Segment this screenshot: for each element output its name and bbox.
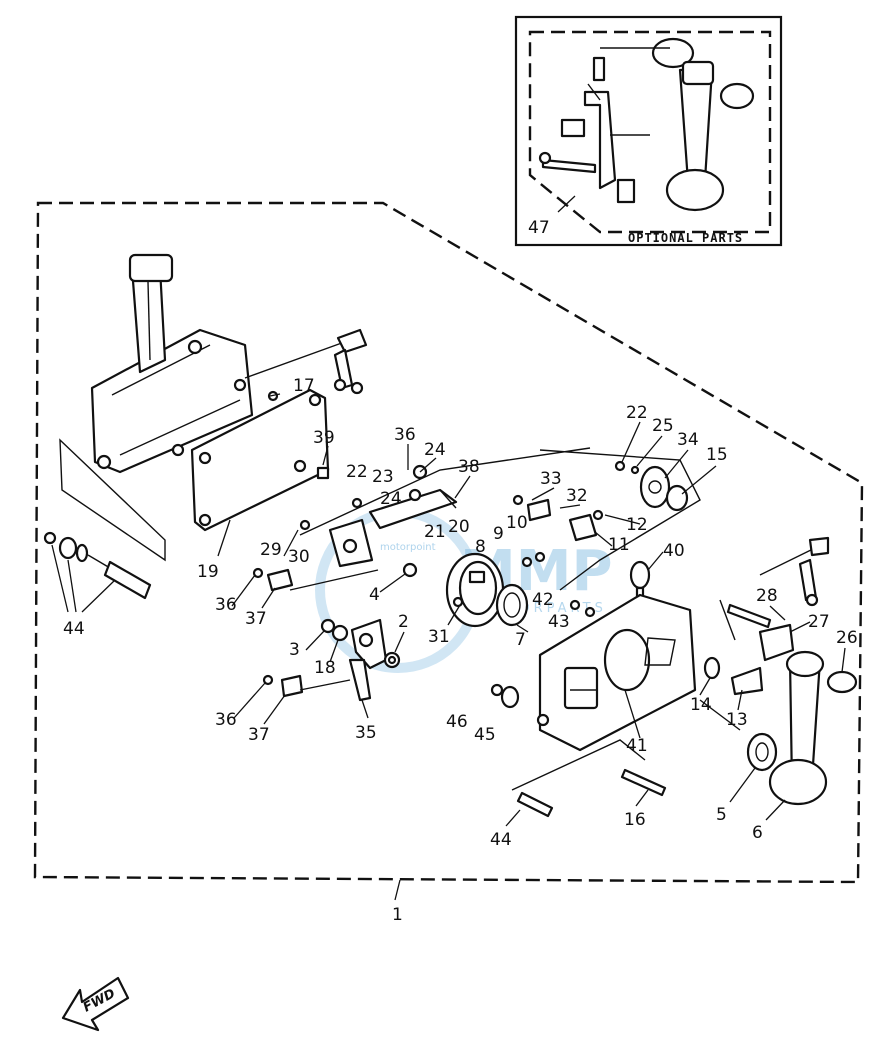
fwd-arrow-icon: FWD xyxy=(61,976,130,1032)
upper-link xyxy=(244,328,368,480)
callout-25: 25 xyxy=(652,416,674,436)
callout-38: 38 xyxy=(458,457,480,477)
gear-assembly xyxy=(445,551,546,628)
optional-bracket xyxy=(583,90,617,190)
bottom-bolts xyxy=(511,739,667,818)
callout-33: 33 xyxy=(540,469,562,489)
callout-36-mid: 36 xyxy=(215,595,237,615)
callout-22-left: 22 xyxy=(346,462,368,482)
watermark-site: motorpoint xyxy=(380,542,436,553)
cover-plate xyxy=(190,388,330,532)
callout-19: 19 xyxy=(197,562,219,582)
callout-36-top: 36 xyxy=(394,425,416,445)
callout-16: 16 xyxy=(624,810,646,830)
callout-35: 35 xyxy=(355,723,377,743)
callout-15: 15 xyxy=(706,445,728,465)
callout-27: 27 xyxy=(808,612,830,632)
right-housing xyxy=(490,593,697,752)
callout-7: 7 xyxy=(515,630,526,650)
callout-9: 9 xyxy=(493,524,504,544)
callout-44-bottom: 44 xyxy=(490,830,512,850)
callout-45: 45 xyxy=(474,725,496,745)
callout-14: 14 xyxy=(690,695,712,715)
leader-lines xyxy=(217,393,846,827)
callouts: 17 39 19 44 36 24 38 22 23 24 21 20 29 3… xyxy=(63,376,858,925)
callout-8: 8 xyxy=(475,537,486,557)
callout-30: 30 xyxy=(288,547,310,567)
right-lever xyxy=(699,536,858,806)
callout-4: 4 xyxy=(369,585,380,605)
callout-11: 11 xyxy=(608,535,630,555)
left-housing xyxy=(90,253,254,474)
callout-36-bottom: 36 xyxy=(215,710,237,730)
optional-parts-box: 47 OPTIONAL PARTS xyxy=(514,15,783,247)
callout-23: 23 xyxy=(372,467,394,487)
callout-37-bottom: 37 xyxy=(248,725,270,745)
callout-41: 41 xyxy=(626,736,648,756)
callout-26: 26 xyxy=(836,628,858,648)
optional-lever xyxy=(678,68,714,184)
callout-37-mid: 37 xyxy=(245,609,267,629)
callout-21: 21 xyxy=(424,522,446,542)
callout-43: 43 xyxy=(548,612,570,632)
callout-6: 6 xyxy=(752,823,763,843)
callout-10: 10 xyxy=(506,513,528,533)
callout-44-left: 44 xyxy=(63,619,85,639)
callout-46: 46 xyxy=(446,712,468,732)
assembly-leader xyxy=(394,879,401,901)
callout-42: 42 xyxy=(532,590,554,610)
center-pin xyxy=(569,560,651,618)
optional-parts-label: OPTIONAL PARTS xyxy=(628,231,743,245)
center-linkage xyxy=(252,447,591,702)
callout-1: 1 xyxy=(392,905,403,925)
callout-13: 13 xyxy=(726,710,748,730)
callout-18: 18 xyxy=(314,658,336,678)
callout-17: 17 xyxy=(293,376,315,396)
assembly-boundary xyxy=(33,201,864,884)
callout-28: 28 xyxy=(756,586,778,606)
callout-29: 29 xyxy=(260,540,282,560)
callout-47: 47 xyxy=(528,218,550,238)
callout-24-mid: 24 xyxy=(380,489,402,509)
callout-32: 32 xyxy=(566,486,588,506)
callout-24-top: 24 xyxy=(424,440,446,460)
callout-20: 20 xyxy=(448,517,470,537)
callout-12: 12 xyxy=(626,515,648,535)
callout-31: 31 xyxy=(428,627,450,647)
callout-2: 2 xyxy=(398,612,409,632)
callout-3: 3 xyxy=(289,640,300,660)
right-upper-parts xyxy=(512,449,701,591)
callout-34: 34 xyxy=(677,430,699,450)
callout-22-right: 22 xyxy=(626,403,648,423)
callout-40: 40 xyxy=(663,541,685,561)
callout-39: 39 xyxy=(313,428,335,448)
left-bolt-set xyxy=(43,438,166,613)
callout-5: 5 xyxy=(716,805,727,825)
